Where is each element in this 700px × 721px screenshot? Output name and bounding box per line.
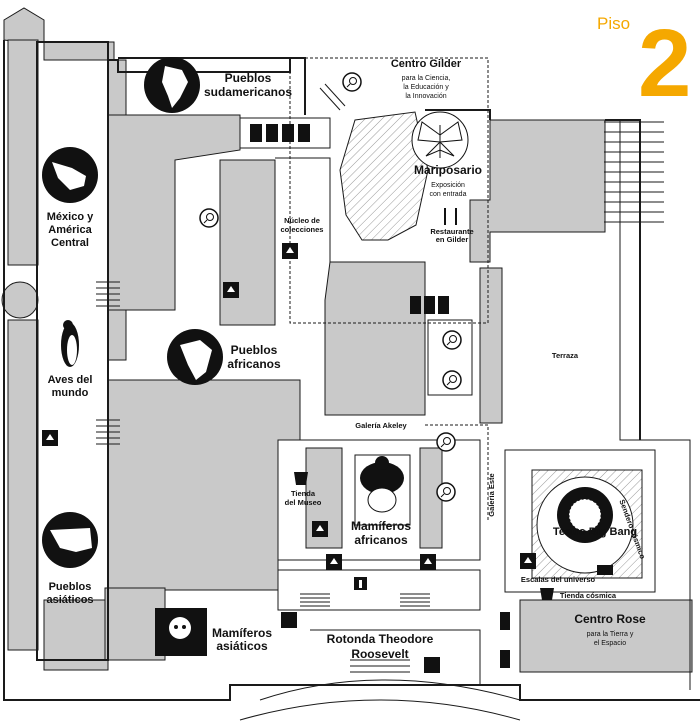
nucleo-label-2: colecciones bbox=[281, 225, 324, 234]
hall-label-rotonda-2: Roosevelt bbox=[351, 647, 408, 661]
mariposario-sub-1: Exposición bbox=[431, 182, 465, 189]
gorilla-icon bbox=[354, 454, 411, 526]
panda-icon bbox=[155, 608, 207, 656]
mariposario-title: Mariposario bbox=[414, 163, 482, 177]
galeria-akeley-label: Galería Akeley bbox=[355, 421, 407, 430]
elevator-icon bbox=[420, 554, 436, 570]
cc-icon bbox=[597, 565, 613, 575]
floor-word: Piso bbox=[597, 14, 630, 33]
hall-label-pueblos-africanos: Pueblos bbox=[231, 343, 278, 357]
centro-gilder-sub-3: la Innovación bbox=[405, 93, 446, 100]
africa-map-icon bbox=[167, 329, 223, 385]
centro-gilder-title: Centro Gilder bbox=[391, 58, 462, 70]
penguin-icon bbox=[61, 320, 79, 367]
magnifier-icon bbox=[342, 72, 362, 92]
mexico-map-icon bbox=[42, 147, 98, 203]
centro-rose-sub-2: el Espacio bbox=[594, 640, 626, 647]
hall-label-mexico-2: América bbox=[48, 224, 92, 236]
magnifier-icon bbox=[436, 432, 456, 452]
hall-label-pueblos-asiaticos-2: asiáticos bbox=[46, 594, 93, 606]
tienda-cosmica-label: Tienda cósmica bbox=[560, 591, 617, 600]
walls bbox=[3, 40, 700, 721]
restroom-icon bbox=[410, 296, 449, 314]
escalas-label: Escalas del universo bbox=[521, 575, 596, 584]
magnifier-icon bbox=[442, 370, 462, 390]
elevator-icon bbox=[312, 521, 328, 537]
asia-map-icon bbox=[42, 512, 98, 568]
hall-label-mamiferos-asiaticos: Mamíferos bbox=[212, 626, 272, 640]
galeria-este-label: Galería Este bbox=[487, 473, 496, 516]
restaurante-label-1: Restaurante bbox=[430, 227, 473, 236]
magnifier-icon bbox=[199, 208, 219, 228]
terraza-label: Terraza bbox=[552, 351, 579, 360]
hall-label-mexico: México y bbox=[47, 211, 94, 223]
hall-label-pueblos-africanos-2: africanos bbox=[227, 357, 281, 371]
elevator-icon bbox=[42, 430, 58, 446]
restaurante-label-2: en Gilder bbox=[436, 235, 469, 244]
hall-label-rotonda: Rotonda Theodore bbox=[327, 632, 434, 646]
hall-areas bbox=[1, 7, 693, 673]
shop-bag-icon bbox=[540, 588, 554, 600]
hall-label-aves-2: mundo bbox=[52, 387, 89, 399]
centro-rose-title: Centro Rose bbox=[574, 612, 646, 626]
centro-gilder-sub-2: la Educación y bbox=[403, 84, 449, 91]
floor-number: 2 bbox=[638, 10, 691, 117]
restroom-icon bbox=[250, 124, 310, 142]
hall-label-mamiferos-africanos-2: africanos bbox=[354, 533, 408, 547]
elevator-icon bbox=[520, 553, 536, 569]
nucleo-label-1: Núcleo de bbox=[284, 216, 320, 225]
restroom-icon bbox=[500, 612, 510, 668]
tienda-museo-label-1: Tienda bbox=[291, 489, 316, 498]
hall-label-pueblos-asiaticos: Pueblos bbox=[49, 581, 92, 593]
tienda-museo-label-2: del Museo bbox=[285, 498, 322, 507]
hall-label-mexico-3: Central bbox=[51, 237, 89, 249]
butterfly-icon bbox=[411, 111, 469, 169]
big-bang-theater bbox=[531, 469, 643, 579]
shop-bag-icon bbox=[294, 472, 308, 485]
centro-gilder-sub-1: para la Ciencia, bbox=[402, 75, 451, 82]
atm-icon bbox=[424, 657, 440, 673]
magnifier-icon bbox=[436, 482, 456, 502]
south-america-icon bbox=[144, 57, 200, 113]
elevator-icon bbox=[326, 554, 342, 570]
restaurant-icon bbox=[440, 205, 462, 227]
centro-rose-sub-1: para la Tierra y bbox=[587, 631, 634, 638]
elevator-icon bbox=[223, 282, 239, 298]
teatro-label: Teatro Big Bang bbox=[553, 526, 637, 538]
hall-label-aves: Aves del bbox=[48, 374, 93, 386]
magnifier-icon bbox=[442, 330, 462, 350]
hall-label-pueblos-sudamericanos-2: sudamericanos bbox=[204, 85, 292, 99]
atm-icon bbox=[281, 612, 297, 628]
elevator-icon bbox=[282, 243, 298, 259]
hall-label-pueblos-sudamericanos: Pueblos bbox=[225, 71, 272, 85]
hall-label-mamiferos-asiaticos-2: asiáticos bbox=[216, 639, 268, 653]
info-icon bbox=[354, 577, 367, 590]
hall-label-mamiferos-africanos: Mamíferos bbox=[351, 519, 411, 533]
mariposario-sub-2: con entrada bbox=[430, 191, 467, 198]
